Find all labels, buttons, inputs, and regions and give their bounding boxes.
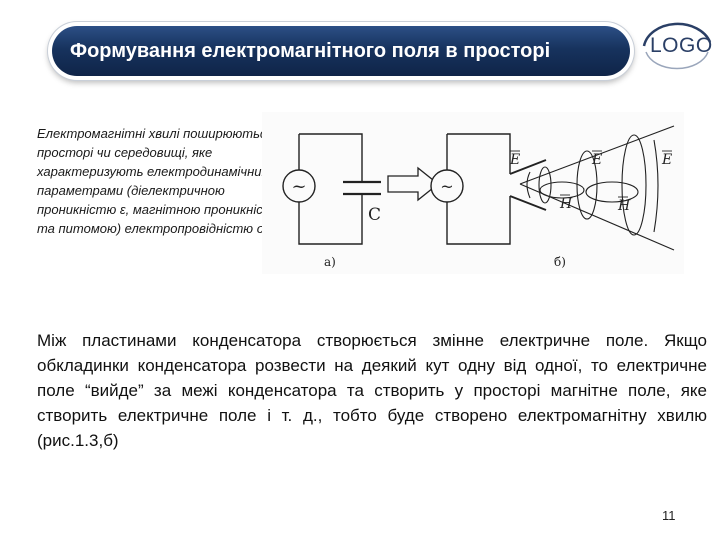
page-number: 11 bbox=[662, 508, 676, 523]
main-paragraph: Між пластинами конденсатора створюється … bbox=[37, 331, 707, 450]
field-label-e1: E bbox=[509, 152, 520, 168]
logo-arc-icon bbox=[642, 22, 712, 70]
ac-source-icon bbox=[282, 169, 316, 203]
field-label-h1: H bbox=[559, 196, 573, 212]
ac-source-symbol: ~ bbox=[291, 176, 306, 197]
figure-diagram: ~ C а) ~ E E E bbox=[282, 125, 675, 269]
title-banner-fill: Формування електромагнітного поля в прос… bbox=[52, 26, 630, 76]
title-banner: Формування електромагнітного поля в прос… bbox=[48, 22, 634, 80]
figure-label-b: б) bbox=[554, 255, 566, 269]
slide-title: Формування електромагнітного поля в прос… bbox=[70, 39, 551, 62]
field-label-e2: E bbox=[591, 152, 602, 168]
field-label-e3: E bbox=[661, 152, 672, 168]
logo: LOGO bbox=[636, 12, 718, 70]
transition-arrow-icon bbox=[387, 166, 440, 202]
capacitor-label: C bbox=[368, 205, 381, 225]
figure-label-a: а) bbox=[324, 255, 336, 269]
figure-capacitor-wave: ~ C а) ~ E E E bbox=[262, 112, 684, 274]
field-label-h2: H bbox=[617, 198, 631, 214]
logo-text: LOGO bbox=[650, 34, 713, 57]
wave-cone-icon bbox=[519, 125, 675, 251]
ac-source-symbol-b: ~ bbox=[440, 177, 453, 196]
ac-source-icon-b bbox=[430, 169, 464, 203]
side-description: Електромагнітні хвилі поширюються у прос… bbox=[37, 126, 295, 236]
